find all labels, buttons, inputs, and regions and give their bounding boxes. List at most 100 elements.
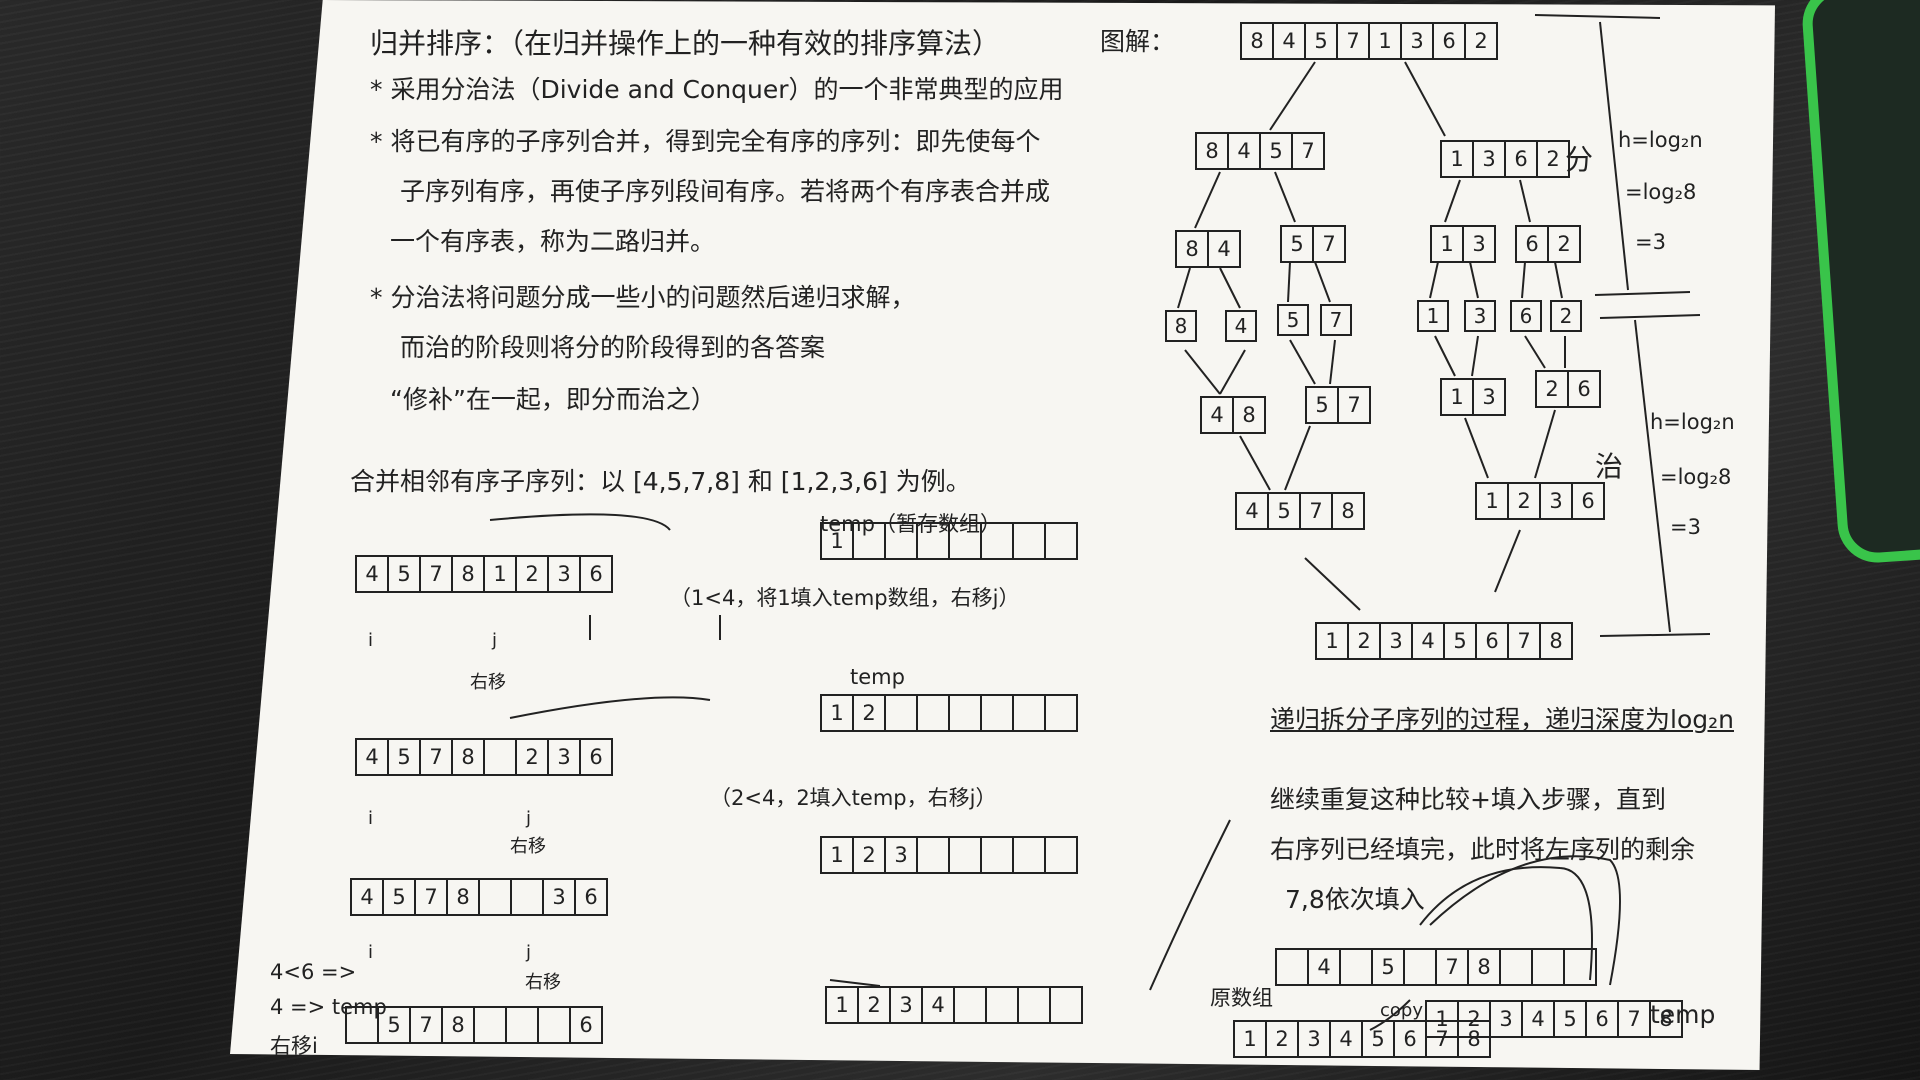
continue-note-3: 7,8依次填入 [1285, 885, 1425, 914]
array-cell: 7 [421, 740, 453, 774]
array-cell: 7 [416, 880, 448, 914]
array-cell: 1 [827, 988, 859, 1022]
array-cell: 3 [549, 557, 581, 591]
array-cell: 1 [1477, 484, 1509, 518]
leaf-box: 1 [1417, 300, 1449, 332]
array-cell [1405, 950, 1437, 984]
array-cell: 5 [384, 880, 416, 914]
array-cell: 8 [453, 557, 485, 591]
array-cell: 4 [357, 740, 389, 774]
h-split-1: h=log₂n [1618, 128, 1703, 152]
array-cell: 3 [1299, 1022, 1331, 1056]
array-cell: 2 [854, 696, 886, 730]
array-cell: 2 [1349, 624, 1381, 658]
array-cell [982, 524, 1014, 558]
temp-label-final: temp [1650, 1000, 1716, 1029]
array-cell: 1 [1432, 227, 1464, 261]
merge-example-title: 合并相邻有序子序列：以 [4,5,7,8] 和 [1,2,3,6] 为例。 [350, 467, 971, 496]
array-cell: 7 [1437, 950, 1469, 984]
move-label-3: 右移 [525, 972, 561, 993]
array-cell [1051, 988, 1081, 1022]
array-cell [1014, 524, 1046, 558]
array-cell: 6 [1477, 624, 1509, 658]
notes-line-5: * 分治法将问题分成一些小的问题然后递归求解， [370, 283, 916, 312]
array-cell: 8 [448, 880, 480, 914]
pointer-i-3: i [368, 942, 374, 963]
array-cell: 2 [1557, 232, 1571, 256]
continue-note-2: 右序列已经填完，此时将左序列的剩余 [1270, 835, 1696, 864]
array-cell [886, 696, 918, 730]
notes-line-3: 子序列有序，再使子序列段间有序。若将两个有序表合并成 [400, 177, 1051, 206]
array-cell [982, 696, 1014, 730]
array-cell [1277, 950, 1309, 984]
array-cell: 6 [579, 1013, 593, 1037]
array-cell [982, 838, 1014, 872]
array-cell: 1 [1317, 624, 1349, 658]
array-cell: 8 [1177, 232, 1209, 266]
array-cell: 8 [1549, 629, 1563, 653]
array-cell: 5 [1261, 134, 1293, 168]
array-cell: 4 [1217, 237, 1231, 261]
array-cell: 3 [549, 740, 581, 774]
array-cell: 8 [453, 740, 485, 774]
orig-array-label: 原数组 [1210, 986, 1273, 1010]
array-cell: 7 [1301, 494, 1333, 528]
array-cell: 7 [1509, 624, 1541, 658]
array-cell [1019, 988, 1051, 1022]
continue-note-1: 继续重复这种比较+填入步骤，直到 [1270, 785, 1666, 814]
array-cell: 2 [854, 838, 886, 872]
array-cell: 8 [1467, 1027, 1481, 1051]
array-cell: 1 [1442, 142, 1474, 176]
pointer-i-2: i [368, 808, 374, 829]
array-cell: 4 [1331, 1022, 1363, 1056]
array-cell [1341, 950, 1373, 984]
h-merge-2: =log₂8 [1660, 465, 1732, 489]
array-cell: 4 [1202, 398, 1234, 432]
array-cell: 2 [859, 988, 891, 1022]
array-cell: 3 [1381, 624, 1413, 658]
array-cell: 7 [421, 557, 453, 591]
array-cell: 3 [1402, 24, 1434, 58]
array-cell: 4 [1309, 950, 1341, 984]
notes-line-4: 一个有序表，称为二路归并。 [390, 227, 716, 256]
array-cell [1533, 950, 1565, 984]
array-cell: 3 [1482, 385, 1496, 409]
array-cell: 5 [1282, 227, 1314, 261]
array-cell: 8 [1341, 499, 1355, 523]
array-cell: 8 [1242, 24, 1274, 58]
pointer-j-1: j [492, 630, 498, 651]
array-cell [475, 1008, 507, 1042]
temp-label-1: temp（暂存数组） [820, 512, 1001, 536]
array-cell: 3 [1491, 1002, 1523, 1036]
array-cell [480, 880, 512, 914]
leaf-box: 2 [1550, 300, 1582, 332]
array-cell: 1 [1370, 24, 1402, 58]
array-cell: 7 [1338, 24, 1370, 58]
array-cell [918, 696, 950, 730]
array-cell [987, 988, 1019, 1022]
notes-title: 归并排序：（在归并操作上的一种有效的排序算法） [370, 27, 1001, 60]
array-cell: 7 [1301, 139, 1315, 163]
array-cell [918, 838, 950, 872]
move-label-2: 右移 [510, 836, 546, 857]
notes-line-2: * 将已有序的子序列合并，得到完全有序的序列：即先使每个 [370, 127, 1041, 156]
paper-sheet: 归并排序：（在归并操作上的一种有效的排序算法） * 采用分治法（Divide a… [230, 0, 1775, 1070]
array-cell: 3 [891, 988, 923, 1022]
array-cell: 1 [822, 838, 854, 872]
array-cell: 4 [352, 880, 384, 914]
array-cell: 6 [1517, 227, 1549, 261]
array-cell: 1 [485, 557, 517, 591]
array-cell: 6 [1506, 142, 1538, 176]
array-cell: 6 [1395, 1022, 1427, 1056]
array-cell [950, 696, 982, 730]
array-cell: 7 [1427, 1022, 1459, 1056]
